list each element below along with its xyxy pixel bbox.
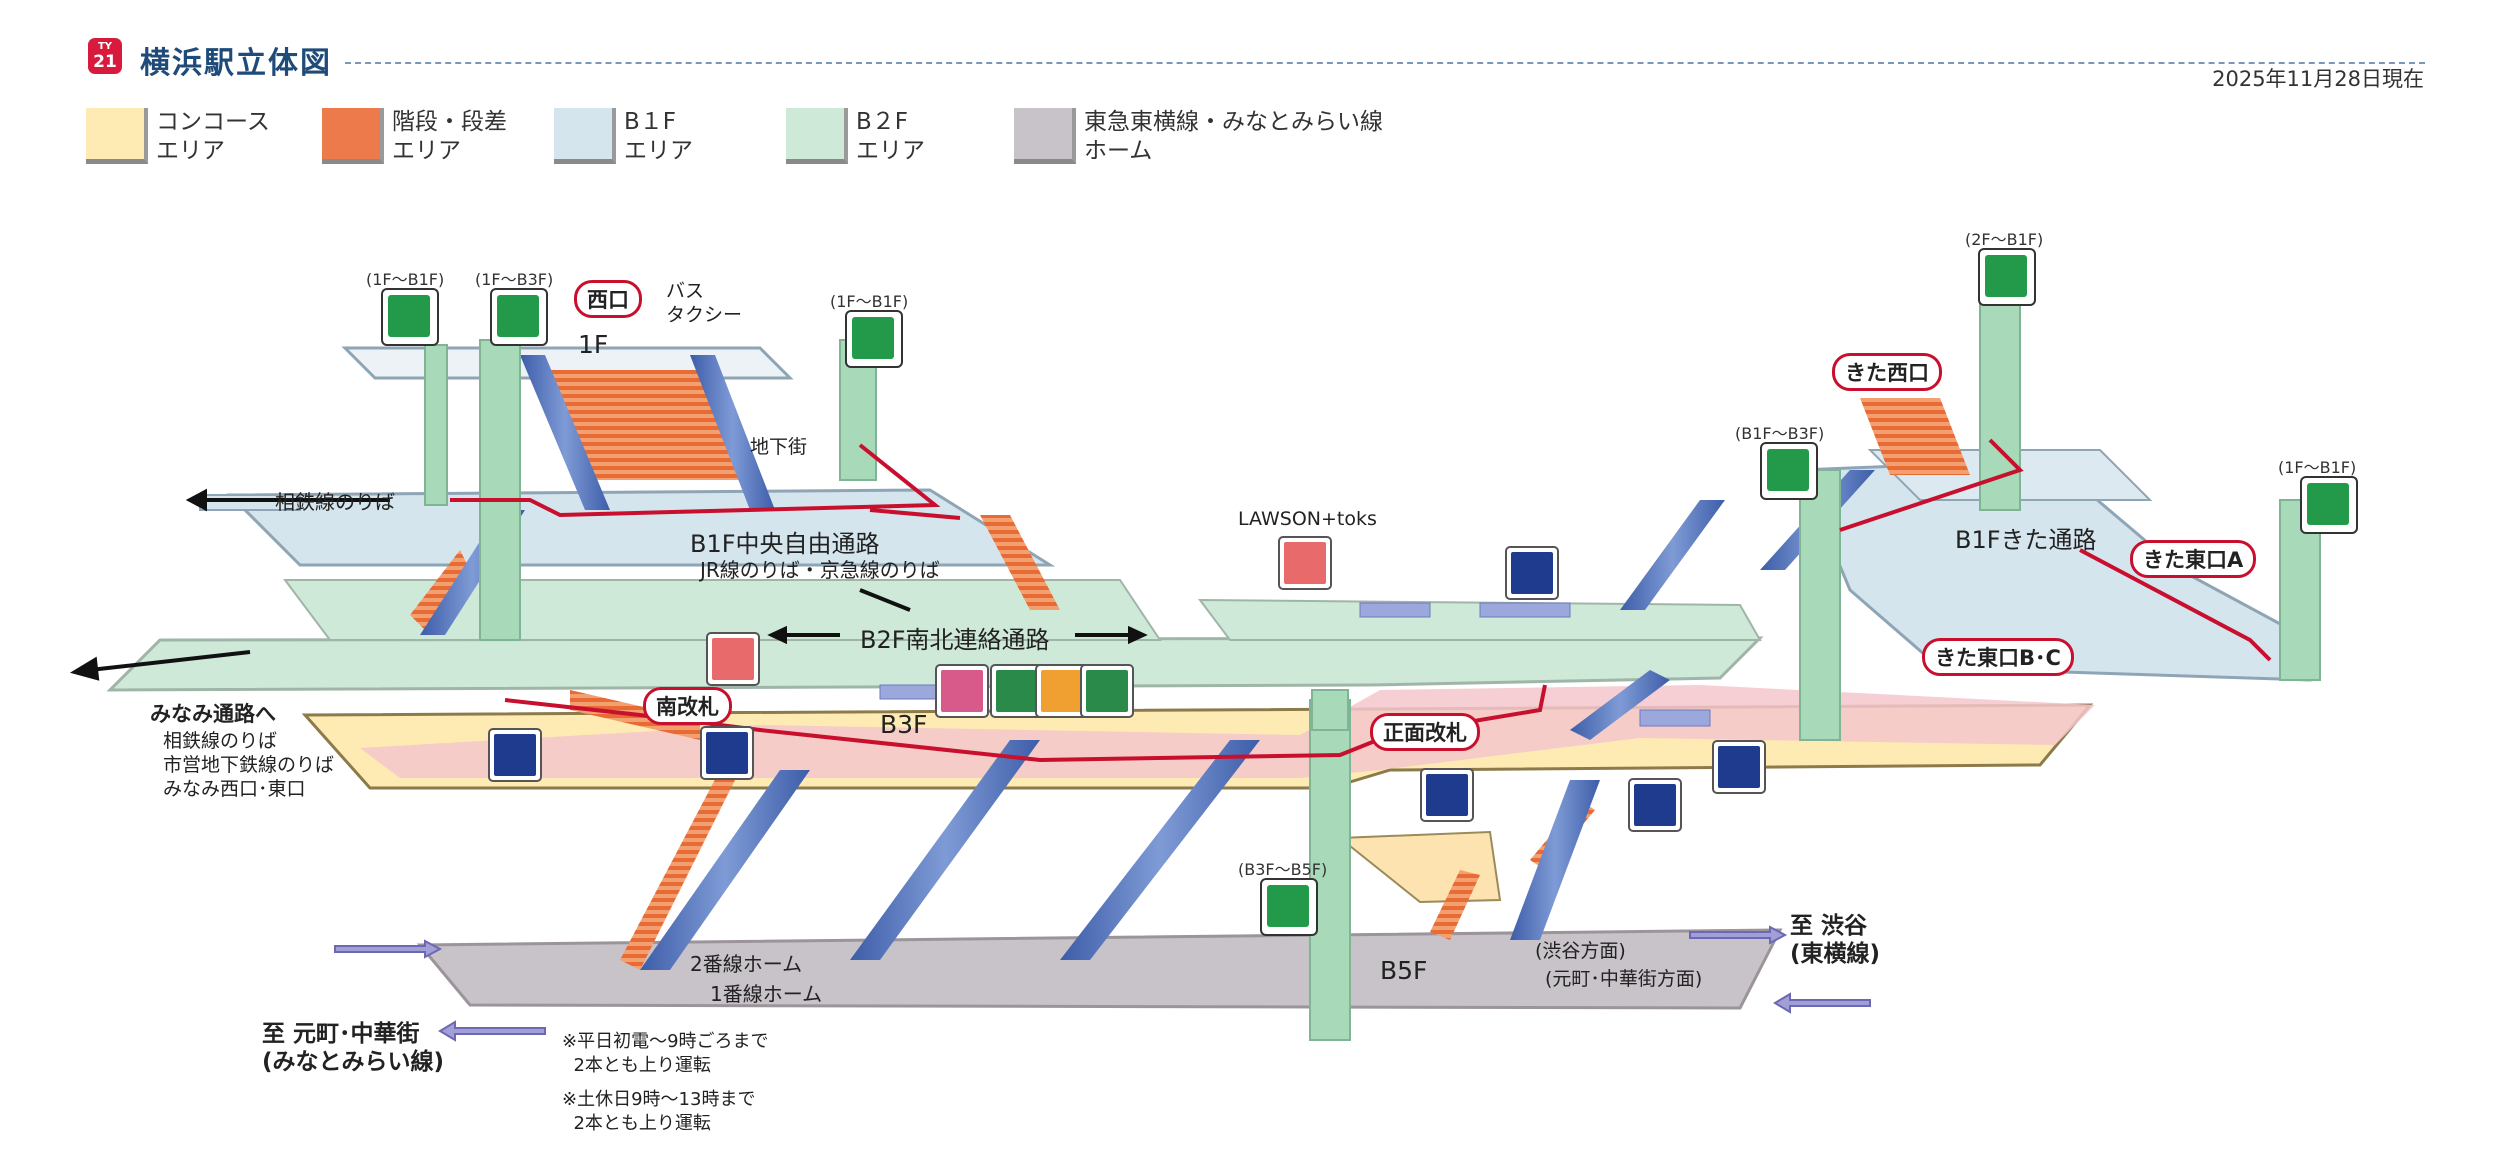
station-number: 21 [93, 52, 117, 72]
floor-label-b2f: B2F南北連絡通路 [860, 626, 1050, 654]
legend-swatch [786, 108, 848, 164]
elevator-icon[interactable] [381, 288, 439, 346]
gate-nishiguchi[interactable]: 西口 [574, 280, 642, 318]
restroom-icon[interactable] [935, 664, 989, 718]
floor-label-b3f: B3F [880, 710, 928, 739]
label-shibuya-direction: (渋谷方面) [1535, 940, 1626, 962]
destination-motomachi: 至 元町･中華街(みなとみらい線) [262, 1021, 445, 1075]
elevator-icon[interactable] [1260, 878, 1318, 936]
legend-label: エリア [624, 138, 693, 164]
diagram-graphics [69, 289, 2321, 1042]
b3f-lower-mezzanine [1337, 830, 1502, 904]
legend-swatch [86, 108, 148, 164]
stairs-block [620, 770, 735, 970]
ticket-counter-icon[interactable] [1712, 740, 1766, 794]
ticket-machine-icon[interactable] [488, 728, 542, 782]
floor-label-b1f-sub: JR線のりば・京急線のりば [700, 558, 940, 582]
gate-shomen[interactable]: 正面改札 [1370, 713, 1480, 751]
gate-kita-nishiguchi[interactable]: きた西口 [1832, 353, 1942, 391]
destination-shibuya: 至 渋谷(東横線) [1790, 913, 1881, 967]
elevator-range: (1F～B1F) [830, 292, 909, 311]
label-chikagai: 地下街 [750, 436, 808, 458]
gate-kita-higashiguchi-a[interactable]: きた東口A [2130, 540, 2257, 578]
label-platform-1: 1番線ホーム [710, 982, 823, 1006]
header: TY 21 横浜駅立体図 2025年11月28日現在 [0, 0, 2500, 100]
label-platform-2: 2番線ホーム [690, 952, 803, 976]
elevator-icon[interactable] [2300, 476, 2358, 534]
line-number-badge: TY 21 [88, 38, 122, 74]
updated-date: 2025年11月28日現在 [2212, 67, 2424, 91]
elevator-icon[interactable] [845, 310, 903, 368]
stairs-block [1860, 398, 1970, 475]
elevator-icon[interactable] [490, 288, 548, 346]
legend-label: 東急東横線・みなとみらい線 [1084, 109, 1383, 135]
legend-label: コンコース [156, 109, 270, 135]
line-code: TY [97, 41, 113, 52]
note-weekday: ※平日初電～9時ごろまで 2本とも上り運転 [562, 1031, 769, 1076]
elevator-range: (B1F～B3F) [1735, 424, 1825, 443]
legend-label: 階段・段差 [392, 109, 507, 135]
page-title: 横浜駅立体図 [140, 46, 332, 81]
escalator [420, 355, 1875, 970]
shop-icon[interactable] [1278, 536, 1332, 590]
floor-label-1f: 1F [578, 330, 609, 359]
label-minami-exits: みなみ西口･東口 [163, 778, 306, 800]
ticket-counter-icon[interactable] [1505, 546, 1559, 600]
direction-arrows [69, 488, 1148, 681]
legend-label: エリア [856, 138, 925, 164]
label-motomachi-direction: (元町･中華街方面) [1545, 968, 1703, 990]
label-sotetsu: 相鉄線のりば [275, 490, 395, 514]
elevator-range: (2F～B1F) [1965, 230, 2044, 249]
floor-label-b5f: B5F [1380, 956, 1428, 985]
gate-kita-higashiguchi-bc[interactable]: きた東口B･C [1922, 638, 2074, 676]
label-minami-sotetsu: 相鉄線のりば [163, 730, 278, 752]
ticket-machine-icon[interactable] [1420, 768, 1474, 822]
ticket-machine-icon[interactable] [1628, 778, 1682, 832]
legend-label: ホーム [1084, 138, 1153, 164]
floor-label-b1f-central: B1F中央自由通路 [690, 530, 880, 558]
label-bus: バス [666, 280, 705, 302]
gate-minami[interactable]: 南改札 [643, 687, 732, 725]
label-minami-passage: みなみ通路へ [150, 702, 276, 726]
elevator-range: (B3F～B5F) [1238, 860, 1328, 879]
legend-swatch [554, 108, 616, 164]
floor-label-b1f-north: B1Fきた通路 [1955, 526, 2097, 554]
elevator-icon[interactable] [1978, 248, 2036, 306]
station-3d-diagram: 1F B1F中央自由通路 JR線のりば・京急線のりば B2F南北連絡通路 B3F… [0, 170, 2500, 1161]
stairs-block [1430, 870, 1480, 940]
legend: コンコースエリア 階段・段差エリア B１F エリア B２F エリア 東急東横線・みな… [86, 108, 1486, 168]
multipurpose-room-icon[interactable] [1080, 664, 1134, 718]
stairs-block [410, 550, 470, 630]
ticket-machine-icon[interactable] [700, 726, 754, 780]
elevator-range: (1F～B1F) [366, 270, 445, 289]
note-weekend: ※土休日9時～13時まで 2本とも上り運転 [562, 1089, 756, 1134]
legend-swatch [322, 108, 384, 164]
legend-label: エリア [392, 138, 461, 164]
label-lawson: LAWSON+toks [1238, 508, 1377, 530]
floor-detail [879, 602, 1711, 727]
elevator-icon[interactable] [1760, 442, 1818, 500]
title-divider [345, 62, 2425, 64]
b3f-pink-area [360, 685, 2095, 778]
stairs-block [540, 370, 750, 480]
label-minami-subway: 市営地下鉄線のりば [163, 754, 335, 776]
label-taxi: タクシー [666, 304, 743, 326]
legend-label: エリア [156, 138, 225, 164]
legend-label: B１F [624, 109, 677, 135]
legend-label: B２F [856, 109, 909, 135]
elevator-range: (1F～B3F) [475, 270, 554, 289]
route-lines [450, 438, 2272, 763]
train-direction-arrows [334, 925, 1871, 1042]
shop-icon[interactable] [706, 632, 760, 686]
stairs-block [980, 515, 1060, 610]
legend-swatch [1014, 108, 1076, 164]
elevator-range: (1F～B1F) [2278, 458, 2357, 477]
